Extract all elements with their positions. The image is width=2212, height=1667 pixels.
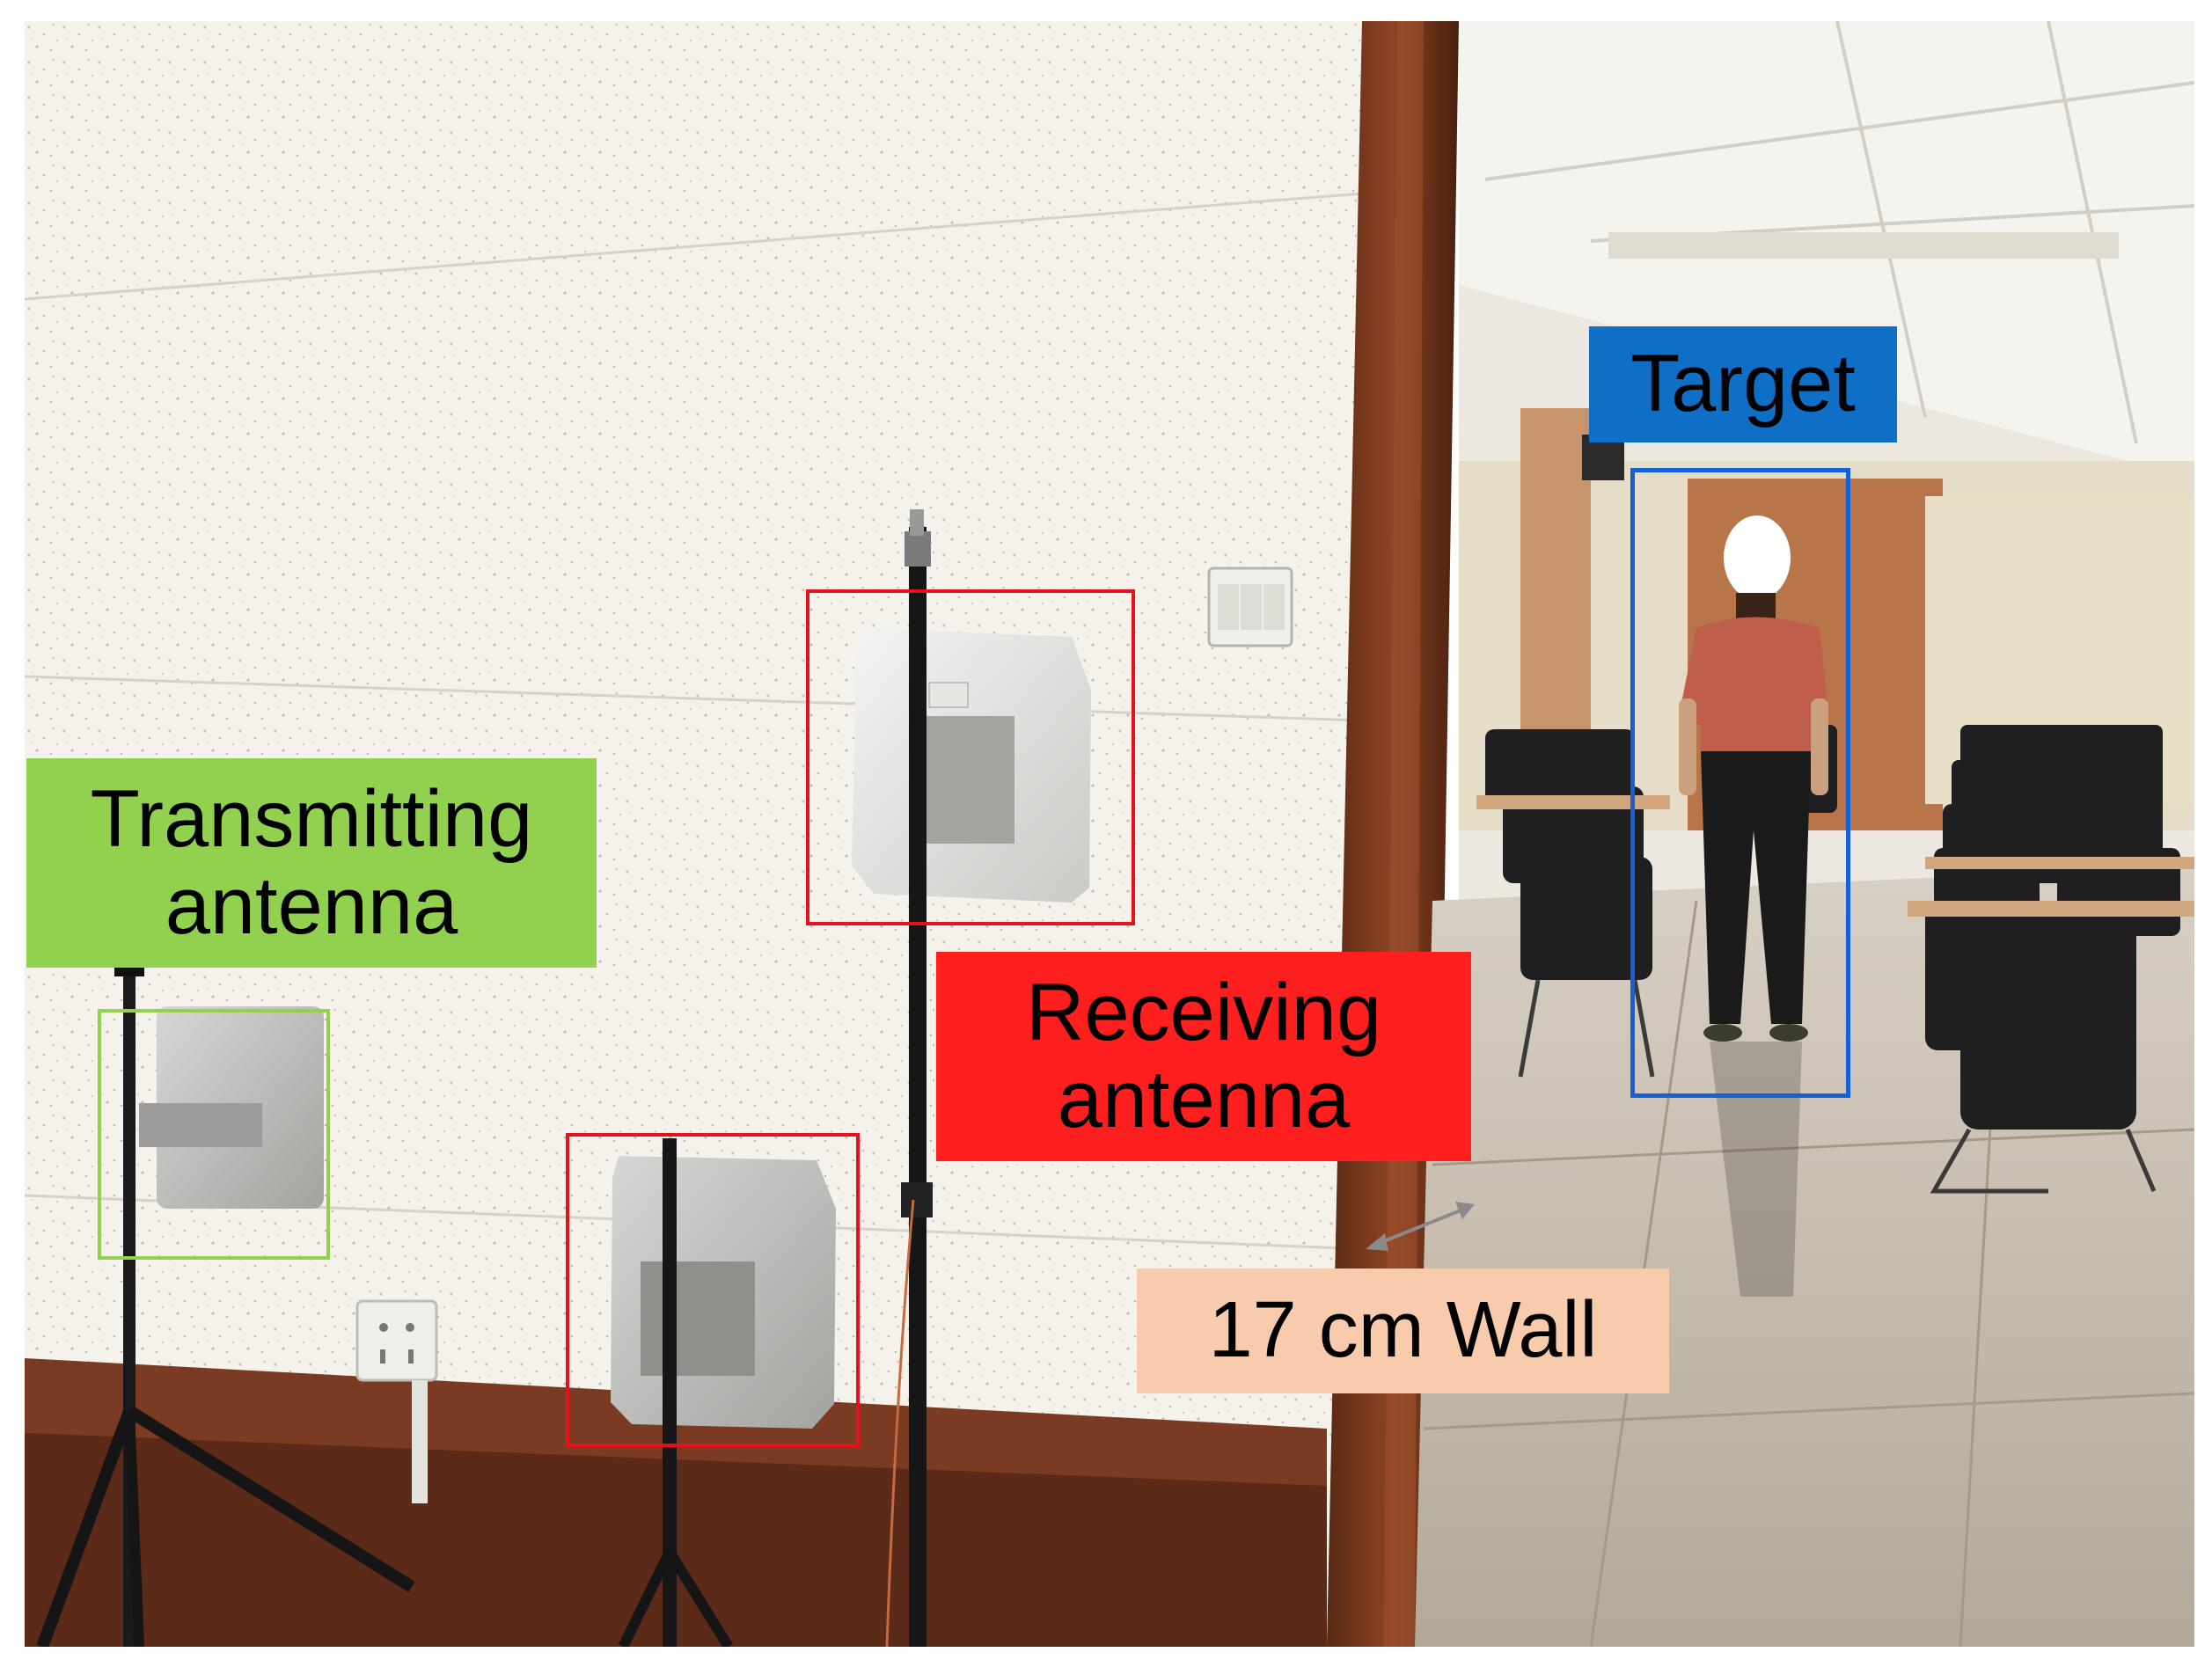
receiving-label-line2: antenna [1057,1055,1351,1144]
receiving-antenna-upper-box [806,589,1135,925]
transmitting-label-line2: antenna [165,861,458,951]
target-label: Target [1589,326,1897,442]
target-label-text: Target [1630,339,1856,429]
receiving-antenna-upper [852,509,1091,1647]
transmitting-antenna [36,962,415,1647]
experiment-photo [25,21,2194,1647]
transmitting-antenna-box [98,1009,330,1260]
target-box [1630,468,1850,1098]
transmitting-antenna-label: Transmitting antenna [26,758,597,968]
wall-thickness-label: 17 cm Wall [1137,1269,1669,1393]
transmitting-label-line1: Transmitting [90,773,533,864]
receiving-antenna-lower [611,1138,836,1647]
receiving-label-line1: Receiving [1026,967,1381,1057]
target-person [1679,515,1828,1297]
wall-label-text: 17 cm Wall [1208,1286,1598,1375]
receiving-antenna-lower-box [566,1133,860,1447]
receiving-antenna-label: Receiving antenna [936,952,1471,1161]
